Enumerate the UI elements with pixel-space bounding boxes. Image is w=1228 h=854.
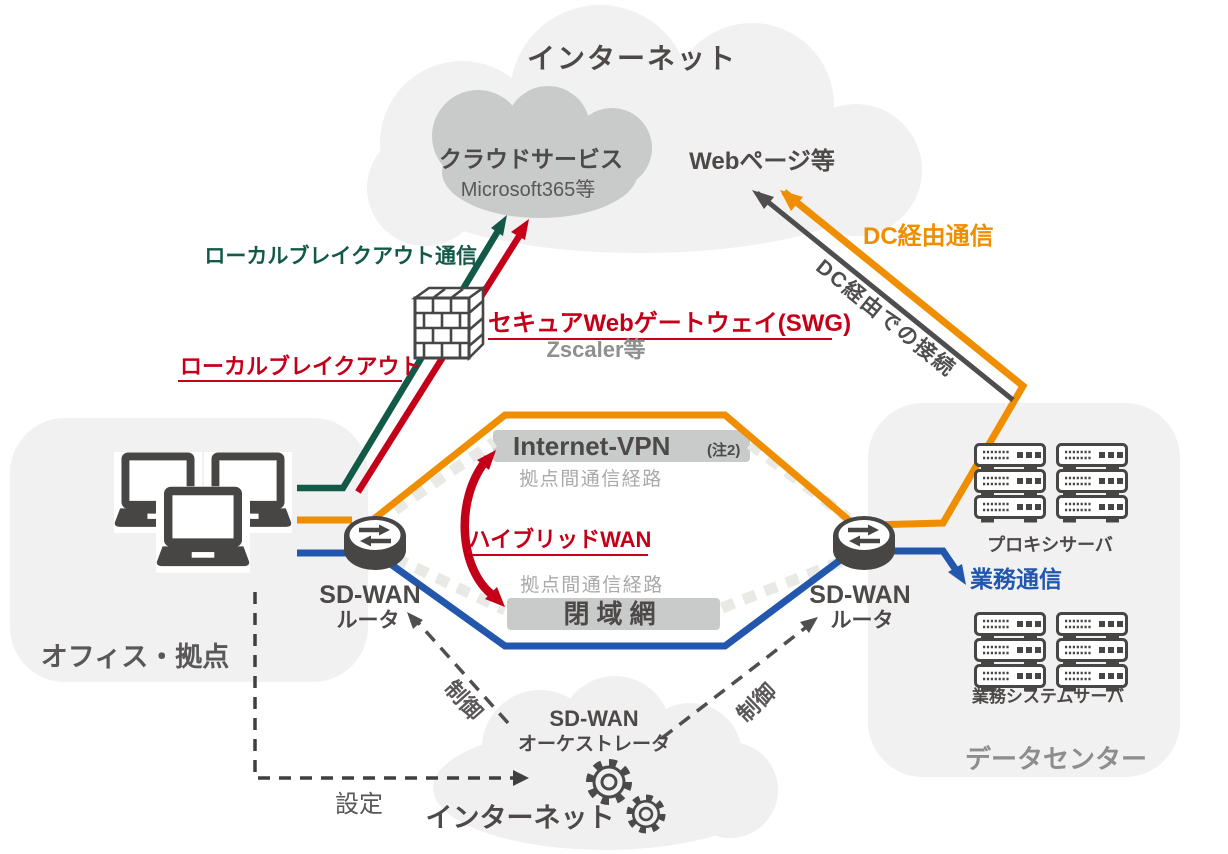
swg-title: セキュアWebゲートウェイ(SWG)	[488, 310, 851, 337]
local-breakout-red-arrowhead	[511, 219, 529, 240]
cloud-service-cloud	[432, 86, 652, 218]
local-breakout-comm-label: ローカルブレイクアウト通信	[204, 244, 477, 268]
hybrid-wan-arrowhead-bottom	[485, 587, 505, 607]
datacenter-label: データセンター	[965, 744, 1147, 774]
local-breakout-green-arrowhead	[491, 215, 507, 236]
control-left-label: 制御	[440, 676, 488, 725]
laptop-icon	[156, 486, 250, 572]
dc-connection-arrowhead	[752, 190, 774, 209]
business-comm-label: 業務通信	[969, 566, 1062, 592]
config-label: 設定	[335, 791, 383, 818]
dc-connection-line	[755, 191, 1015, 402]
internet-vpn-note: (注2)	[707, 441, 740, 459]
control-right-arrowhead	[800, 617, 818, 633]
orchestrator-label-2: オーケストレータ	[518, 733, 670, 755]
orchestrator-label-1: SD-WAN	[549, 706, 638, 731]
sdwan-router-right-icon	[833, 516, 895, 570]
office-label: オフィス・拠点	[41, 642, 229, 672]
closed-net-label: 閉域網	[563, 599, 662, 629]
swg-subtitle: Zscaler等	[546, 337, 645, 362]
proxy-server-label: プロキシサーバ	[987, 534, 1113, 555]
webpage-label: Webページ等	[689, 147, 835, 175]
firewall-icon	[410, 285, 488, 362]
business-server-label: 業務システムサーバ	[972, 686, 1124, 706]
cloud-service-subtitle: Microsoft365等	[461, 178, 596, 201]
hybrid-wan-arrow	[460, 455, 500, 602]
config-arrowhead	[513, 770, 529, 786]
internet-vpn-box	[493, 430, 750, 462]
router-right-label-2: ルータ	[831, 609, 894, 632]
hybrid-wan-arrowhead-top	[477, 450, 496, 470]
dc-route-comm-label: DC経由通信	[863, 222, 994, 250]
route-label-bottom: 拠点間通信経路	[520, 574, 664, 596]
control-right-label: 制御	[732, 678, 781, 727]
cloud-service-title: クラウドサービス	[439, 146, 623, 172]
router-left-label-1: SD-WAN	[319, 581, 420, 609]
closed-net-box	[507, 598, 720, 630]
hybrid-wan-label: ハイブリッドWAN	[469, 527, 652, 552]
sdwan-router-left-icon	[344, 516, 406, 570]
internet-vpn-label: Internet-VPN	[513, 431, 670, 461]
local-breakout-red-line	[355, 228, 526, 494]
router-right-label-1: SD-WAN	[809, 581, 910, 609]
local-breakout-label: ローカルブレイクアウト	[180, 354, 422, 379]
route-label-top: 拠点間通信経路	[519, 468, 663, 490]
business-arrowhead	[948, 564, 966, 585]
control-lines	[412, 616, 815, 740]
control-left-arrowhead	[407, 612, 423, 629]
dc-route-arrowhead	[780, 190, 803, 211]
router-left-label-2: ルータ	[337, 609, 400, 632]
internet-top-title: インターネット	[527, 43, 737, 74]
config-line	[253, 592, 515, 780]
internet-bottom-label: インターネット	[426, 803, 615, 833]
